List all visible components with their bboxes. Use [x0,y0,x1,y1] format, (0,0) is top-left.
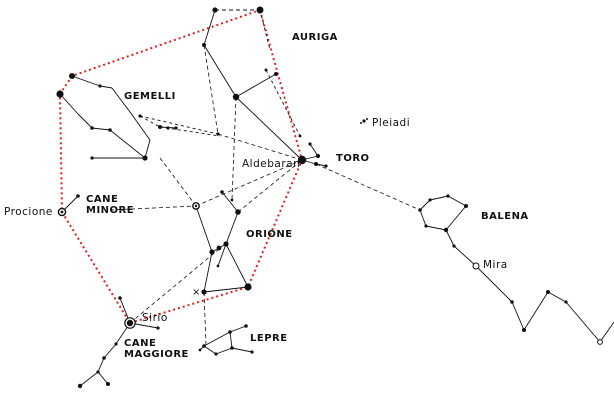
star [108,128,112,132]
star [428,198,432,202]
star [597,339,603,345]
lepre-lines [199,325,253,355]
star [418,208,422,212]
star-rigel [244,283,252,291]
star-bellatrix [235,209,241,215]
star [106,382,110,386]
star [232,93,240,101]
star [98,84,102,88]
star [316,154,320,158]
star-pleiadi [362,119,366,123]
star [102,356,106,360]
star [174,126,178,130]
label-orione: ORIONE [246,229,293,240]
star [90,156,94,160]
star [220,190,224,194]
star [424,224,428,228]
label-aldebaran: Aldebaran [242,158,300,170]
star [166,126,170,130]
star [464,204,468,208]
star [244,324,248,328]
label-balena: BALENA [481,211,529,222]
star [142,155,148,161]
star [158,125,162,129]
orion-nebula-mark: × [192,287,201,298]
star-polluce [56,90,64,98]
label-sirio: Sirio [142,312,168,324]
label-toro: TORO [336,153,370,164]
star [212,7,218,13]
label-procione: Procione [4,206,53,218]
auriga-lines [203,9,303,161]
label-mira: Mira [483,259,508,271]
star [510,300,514,304]
star [452,244,456,248]
star [522,328,526,332]
star [138,114,142,118]
label-cane-maggiore-2: MAGGIORE [124,349,189,360]
star [156,326,160,330]
star [230,346,234,350]
balena-lines [419,195,614,343]
star [214,352,218,356]
star [77,383,83,389]
star [118,296,122,300]
star [96,370,100,374]
star-mira [472,262,480,270]
gemelli-lines [59,75,221,159]
star [216,132,220,136]
star [274,72,278,76]
star [308,142,312,146]
star [230,198,234,202]
star-saiph [201,289,207,295]
star [114,342,118,346]
star [90,126,94,130]
star-castore [69,73,75,79]
toro-lines [301,143,327,167]
label-lepre: LEPRE [250,333,288,344]
orione-lines [195,191,249,293]
star-capella [255,5,265,15]
star [314,162,318,166]
guide-lines [109,44,421,346]
label-gemelli: GEMELLI [124,91,176,102]
star [198,348,202,352]
label-cane-minore-1: CANE [86,194,118,205]
star [228,330,232,334]
star [250,350,254,354]
label-cane-minore-2: MINORE [86,205,134,216]
star [446,194,450,198]
label-pleiadi: Pleiadi [372,117,410,129]
star [216,264,220,268]
star [223,241,229,247]
star [76,194,80,198]
star [202,43,206,47]
star [564,300,568,304]
star [216,245,222,251]
star [202,344,206,348]
star [209,249,215,255]
star [443,227,449,233]
star [298,134,302,138]
label-auriga: AURIGA [292,32,338,43]
star [324,164,328,168]
star [264,68,268,72]
stars [56,5,603,389]
label-cane-maggiore-1: CANE [124,338,156,349]
star-aldebaran [297,155,307,165]
star [546,290,550,294]
